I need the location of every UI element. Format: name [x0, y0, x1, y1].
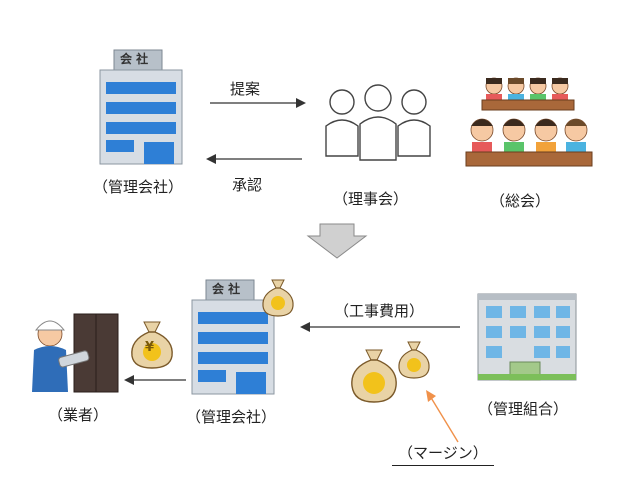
- down-transition-arrow: [306, 223, 368, 259]
- margin-label: （マージン）: [392, 442, 494, 466]
- company-label-bottom: （管理会社）: [186, 408, 277, 426]
- approve-label: 承認: [232, 176, 263, 194]
- general-assembly-icon: [465, 77, 593, 167]
- company-building-icon: [99, 49, 183, 165]
- assembly-label: （総会）: [490, 192, 551, 210]
- company-sign-bottom: 会 社: [212, 282, 241, 296]
- apartment-building-icon: [477, 293, 577, 381]
- construction-cost-arrow: [300, 322, 460, 332]
- association-label: （管理組合）: [478, 400, 569, 418]
- company-sign: 会 社: [120, 52, 149, 66]
- money-bag-large-icon: [351, 349, 397, 403]
- contractor-worker-icon: [32, 313, 119, 393]
- money-bag-small-icon: [262, 279, 294, 317]
- money-bag-small-icon-2: [398, 341, 430, 379]
- construction-cost-label: （工事費用）: [334, 302, 425, 320]
- money-bag-icon: [131, 321, 173, 369]
- approve-arrow: [206, 154, 302, 164]
- contractor-label: （業者）: [48, 406, 109, 424]
- board-label: （理事会）: [333, 190, 409, 208]
- company-building-icon-bottom: [191, 279, 275, 395]
- propose-arrow: [210, 98, 306, 108]
- payment-to-contractor-arrow: [124, 375, 186, 385]
- propose-label: 提案: [230, 80, 261, 98]
- company-label: （管理会社）: [93, 178, 184, 196]
- board-members-icon: [325, 84, 431, 161]
- yen-symbol-contractor: ¥: [145, 340, 155, 355]
- margin-pointer-arrow: [426, 390, 459, 443]
